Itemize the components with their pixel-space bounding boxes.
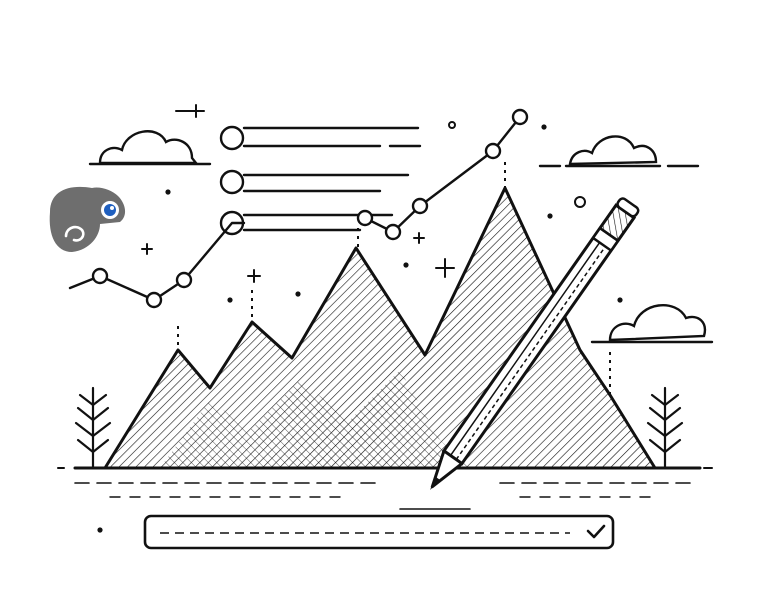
graph-point	[511, 108, 529, 126]
graph-point	[145, 291, 163, 309]
checkmark-icon	[586, 524, 606, 539]
tree-icon-left	[74, 386, 112, 470]
cloud-icon-top-right	[538, 135, 700, 168]
line-graph	[68, 108, 529, 309]
graph-point	[484, 142, 502, 160]
cloud-icon-top-left	[88, 130, 212, 166]
mountains	[103, 186, 657, 470]
graph-point	[384, 223, 402, 241]
graph-point	[175, 271, 193, 289]
graph-point	[356, 209, 374, 227]
peak-guides	[177, 162, 611, 395]
sparkles	[97, 104, 623, 533]
graph-point	[411, 197, 429, 215]
chameleon-logo-icon	[49, 186, 126, 252]
ground-lines	[57, 466, 713, 510]
input-bar[interactable]	[143, 514, 615, 550]
graph-point	[91, 267, 109, 285]
list-item-1	[219, 125, 422, 151]
list-item-2	[219, 169, 410, 195]
pencil-icon	[430, 197, 640, 490]
cloud-icon-right	[590, 304, 714, 344]
tree-icon-right	[646, 386, 684, 470]
